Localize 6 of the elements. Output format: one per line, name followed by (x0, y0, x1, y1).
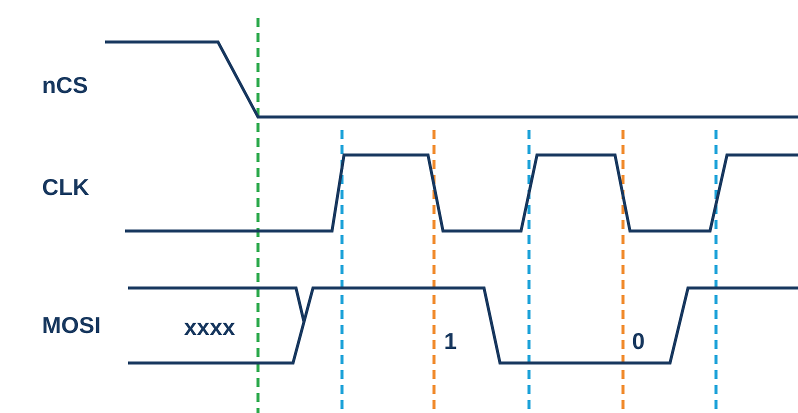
signal-name: CLK (42, 174, 90, 200)
signal-name: MOSI (42, 312, 101, 338)
bit-value: 1 (444, 328, 457, 354)
data-label: xxxx (184, 314, 236, 340)
bit-value: 0 (632, 328, 645, 354)
signal-name: nCS (42, 72, 88, 98)
